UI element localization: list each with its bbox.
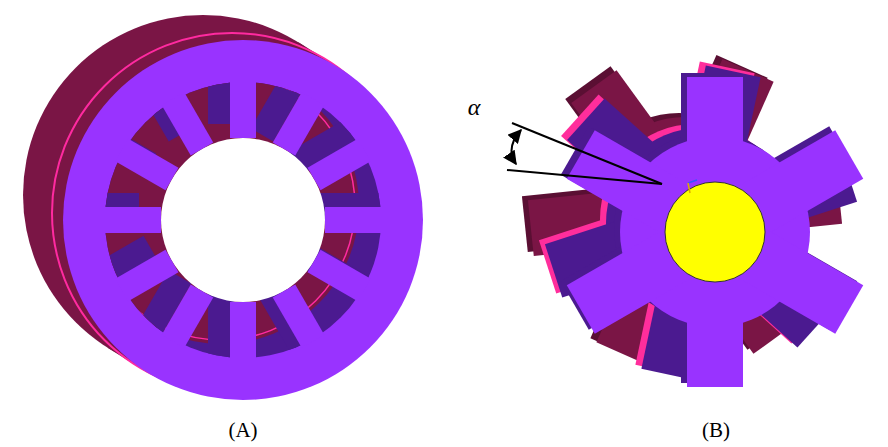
angle-line xyxy=(507,170,662,184)
stator-tooth xyxy=(273,285,325,348)
stator-tooth xyxy=(162,285,214,348)
stator-tooth xyxy=(115,139,178,191)
axis-glyph xyxy=(688,180,697,193)
stator-tooth xyxy=(273,92,325,155)
panel-label: (A) xyxy=(228,418,257,443)
angle-arc xyxy=(512,130,521,164)
shaft xyxy=(665,182,765,282)
angle-annotation xyxy=(507,123,662,184)
stator-tooth xyxy=(230,80,256,138)
stator-3d xyxy=(23,15,423,400)
stator-tooth xyxy=(308,250,371,302)
angle-symbol: α xyxy=(468,94,481,121)
panel-label: (B) xyxy=(702,418,730,443)
rotor-front-layer xyxy=(567,77,863,387)
stator-tooth xyxy=(230,302,256,360)
angle-line xyxy=(512,123,662,184)
stator-tooth xyxy=(115,250,178,302)
stator-tooth xyxy=(162,92,214,155)
stator-yoke xyxy=(63,40,423,400)
stator-tooth xyxy=(325,207,383,233)
rotor-3d xyxy=(522,55,863,387)
stator-tooth xyxy=(103,207,161,233)
stator-bore xyxy=(161,138,325,302)
stator-tooth xyxy=(308,139,371,191)
